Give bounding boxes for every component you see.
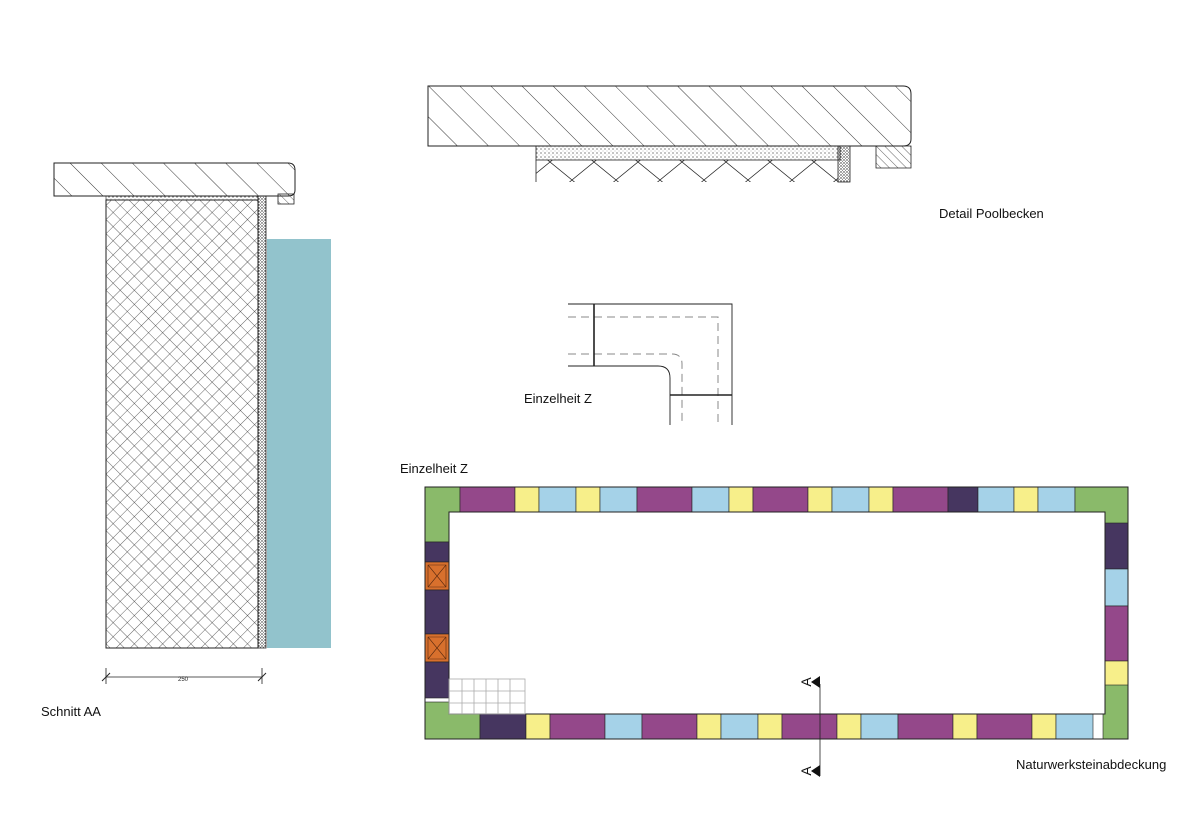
pool-plan — [424, 486, 1129, 777]
section-mark-bottom: A — [798, 766, 814, 776]
seal-strip-detail — [837, 145, 851, 183]
section-aa-label: Schnitt AA — [41, 704, 101, 719]
tile-top — [728, 486, 754, 513]
tile-cross-mark-icon — [427, 564, 447, 588]
tile-right — [1102, 522, 1129, 570]
tile-top — [892, 486, 949, 513]
tile-top — [538, 486, 577, 513]
dimension-value: 250 — [178, 677, 189, 683]
tile-top — [868, 486, 894, 513]
section-arrow-bottom-icon — [811, 765, 820, 777]
tile-bottom — [604, 713, 643, 740]
tile-bottom — [720, 713, 759, 740]
tile-top — [977, 486, 1015, 513]
pool-water — [267, 239, 331, 648]
pool-stairs — [448, 678, 526, 715]
pool-basin-outline — [448, 511, 1106, 715]
mortar-bed — [105, 195, 259, 201]
wall-body — [105, 199, 259, 649]
tile-top — [752, 486, 809, 513]
tile-bottom — [1031, 713, 1057, 740]
coping-stone-section — [53, 162, 296, 197]
tile-top — [807, 486, 833, 513]
coping-stone-detail — [427, 85, 912, 147]
tile-top — [831, 486, 870, 513]
tile-top — [1013, 486, 1039, 513]
tile-left — [424, 589, 450, 635]
tile-bottom — [860, 713, 899, 740]
pool-outer-outline — [424, 486, 1129, 740]
einzelheit-detail-label: Einzelheit Z — [524, 391, 592, 406]
tile-left — [424, 661, 450, 699]
tile-top — [636, 486, 693, 513]
waterproof-layer — [257, 195, 267, 649]
tile-bottom — [976, 713, 1033, 740]
tiles-left-column — [424, 541, 450, 699]
tile-bottom — [897, 713, 954, 740]
naturwerkstein-label: Naturwerksteinabdeckung — [1016, 757, 1167, 772]
tiles-right-column — [1102, 522, 1129, 686]
tile-bottom — [781, 713, 838, 740]
edge-profile — [277, 193, 295, 205]
tile-bottom — [757, 713, 783, 740]
tile-bottom — [696, 713, 722, 740]
tile-bottom — [549, 713, 606, 740]
pool-detail-drawing — [427, 85, 912, 183]
tile-bottom — [952, 713, 978, 740]
corner-detail-drawing — [568, 303, 733, 425]
section-aa-drawing — [53, 162, 331, 684]
wall-detail — [536, 160, 838, 182]
tile-top — [947, 486, 979, 513]
tile-bottom — [525, 713, 551, 740]
tile-cross-mark-icon — [427, 636, 447, 660]
tile-right — [1102, 568, 1129, 607]
tile-bottom — [479, 713, 527, 740]
section-arrow-top-icon — [811, 676, 820, 688]
tile-bottom — [641, 713, 698, 740]
tile-left — [424, 541, 450, 563]
tile-right — [1102, 660, 1129, 686]
tile-top — [459, 486, 516, 513]
tile-right — [1102, 605, 1129, 662]
edge-profile-detail — [875, 145, 912, 169]
tile-top — [691, 486, 730, 513]
detail-pool-label: Detail Poolbecken — [939, 206, 1044, 221]
tile-top — [575, 486, 601, 513]
tile-bottom — [836, 713, 862, 740]
tile-top — [514, 486, 540, 513]
tile-bottom — [1055, 713, 1094, 740]
tile-bottom — [1102, 683, 1129, 740]
section-mark-top: A — [798, 677, 814, 687]
mortar-bed-detail — [535, 145, 841, 161]
einzelheit-plan-label: Einzelheit Z — [400, 461, 468, 476]
tile-top — [599, 486, 638, 513]
tile-top — [1037, 486, 1076, 513]
